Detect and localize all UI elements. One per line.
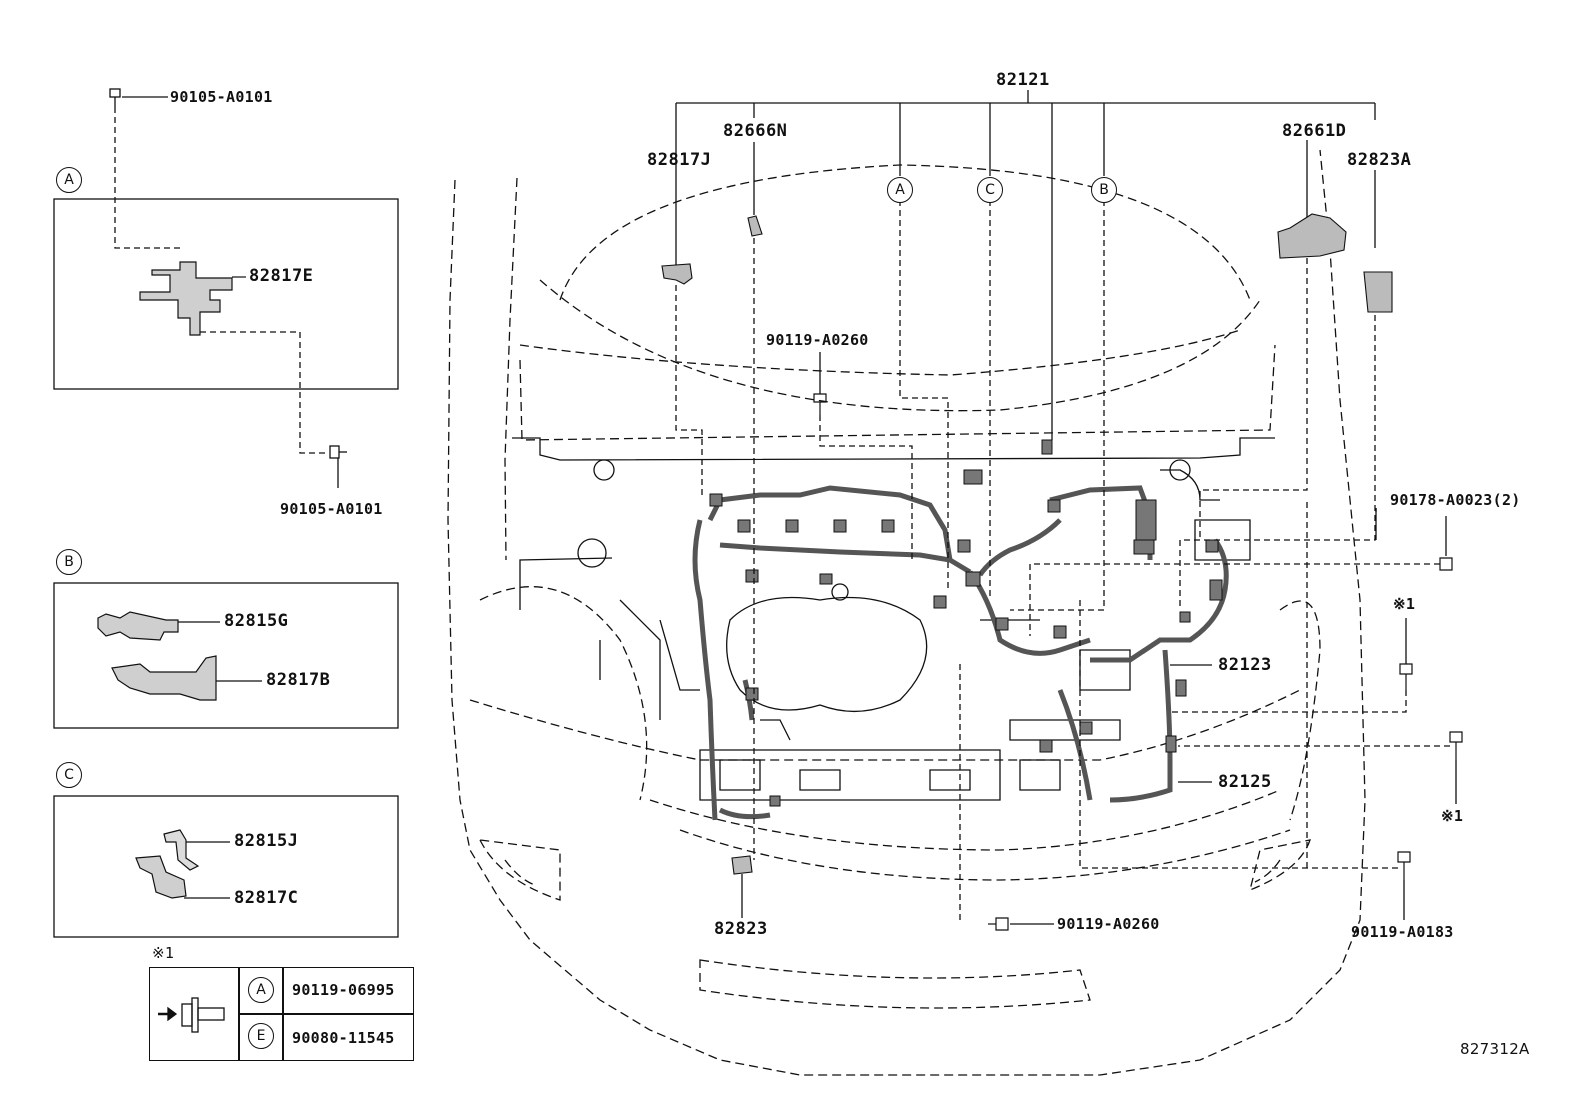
legend-bolt-icon — [158, 997, 225, 1033]
legend-mark-e: E — [248, 1023, 274, 1049]
callout-82661d: 82661D — [1282, 121, 1347, 141]
callout-82123: 82123 — [1218, 655, 1272, 675]
inset-a-bracket — [139, 261, 246, 336]
inset-a-bolts — [109, 88, 347, 488]
inset-b-box — [53, 582, 399, 729]
wire-harness — [692, 485, 1229, 821]
callout-bolt-lower: 90105-A0101 — [280, 500, 383, 518]
callout-82823a: 82823A — [1347, 150, 1412, 170]
connector-marker-c: C — [977, 177, 1003, 203]
callout-82823: 82823 — [714, 919, 768, 939]
standalone-parts — [661, 213, 1393, 875]
callout-90119-a0260-bottom: 90119-A0260 — [1057, 915, 1160, 933]
inset-a-box — [53, 198, 399, 390]
legend-mark-a: A — [248, 977, 274, 1003]
legend-part-2: 90080-11545 — [292, 1029, 395, 1047]
callout-90119-a0260-top: 90119-A0260 — [766, 331, 869, 349]
legend-title: ※1 — [152, 944, 175, 962]
engine-bay-components — [512, 437, 1275, 801]
callout-82817c: 82817C — [234, 888, 299, 908]
inset-c-box — [53, 795, 399, 938]
callout-82815g: 82815G — [224, 611, 289, 631]
dashed-leaders — [675, 200, 1450, 920]
vehicle-body-outline — [447, 149, 1366, 1076]
legend-part-1: 90119-06995 — [292, 981, 395, 999]
main-callout-bracket — [675, 90, 1376, 440]
callout-82817e: 82817E — [249, 266, 314, 286]
callout-82121: 82121 — [996, 70, 1050, 90]
legend-mark-cell-2 — [238, 1013, 284, 1061]
callout-82817b: 82817B — [266, 670, 331, 690]
inset-a-marker: A — [56, 167, 82, 193]
solid-leaders — [741, 352, 1457, 925]
inset-c-brackets — [135, 829, 230, 899]
note-mark-1: ※1 — [1393, 595, 1416, 613]
callout-82125: 82125 — [1218, 772, 1272, 792]
callout-90178-a0023: 90178-A0023(2) — [1390, 491, 1521, 509]
note-mark-2: ※1 — [1441, 807, 1464, 825]
legend-icon-cell — [149, 967, 240, 1061]
legend-part-cell-1 — [282, 967, 414, 1015]
inset-b-marker: B — [56, 549, 82, 575]
harness-connectors — [709, 439, 1223, 807]
inset-b-brackets — [97, 611, 262, 701]
callout-90119-a0183: 90119-A0183 — [1351, 923, 1454, 941]
inset-c-marker: C — [56, 762, 82, 788]
callout-bolt-top: 90105-A0101 — [170, 88, 273, 106]
legend-mark-cell-1 — [238, 967, 284, 1015]
bolts — [813, 393, 1463, 931]
connector-marker-a: A — [887, 177, 913, 203]
callout-82666n: 82666N — [723, 121, 788, 141]
legend-part-cell-2 — [282, 1013, 414, 1061]
callout-82815j: 82815J — [234, 831, 299, 851]
connector-marker-b: B — [1091, 177, 1117, 203]
diagram-id: 827312A — [1460, 1040, 1530, 1058]
callout-82817j: 82817J — [647, 150, 712, 170]
